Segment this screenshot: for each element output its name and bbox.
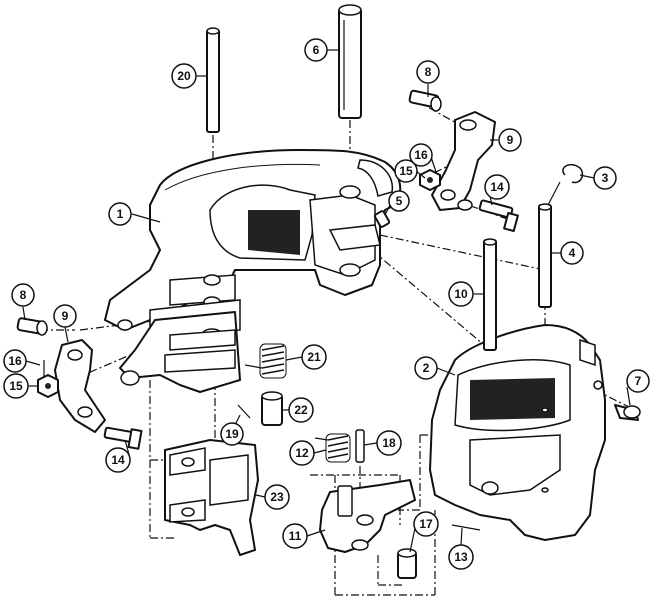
part-11-latch: [319, 479, 416, 553]
callout-18: 18: [376, 430, 402, 456]
callout-16-upper: 16: [409, 143, 433, 167]
callout-22: 22: [288, 397, 314, 423]
hinge-block: [119, 311, 241, 393]
callout-18-label: 18: [382, 436, 396, 450]
callout-10-label: 10: [454, 287, 468, 301]
callout-13: 13: [448, 544, 474, 570]
callout-14-upper: 14: [484, 174, 510, 200]
callout-15-upper: 15: [394, 159, 418, 183]
callout-2: 2: [414, 356, 438, 380]
callout-9-lower: 9: [53, 304, 77, 328]
callout-5: 5: [388, 190, 410, 212]
callout-1-label: 1: [117, 207, 124, 221]
callout-9-upper: 9: [498, 128, 522, 152]
callout-20: 20: [171, 63, 197, 89]
part-20-pin: [206, 27, 220, 133]
callout-15-lower-label: 15: [9, 379, 23, 393]
callout-12-label: 12: [295, 446, 309, 460]
callout-13-label: 13: [454, 550, 468, 564]
part-14-lower-bolt: [103, 426, 143, 450]
part-23-frame: [164, 439, 259, 556]
part-21-spring: [244, 343, 287, 379]
callout-6-label: 6: [313, 43, 320, 57]
callout-12: 12: [289, 440, 315, 466]
part-6-large-pin: [338, 4, 362, 119]
part-1-main-body: [104, 149, 402, 341]
part-10-pin: [483, 238, 497, 351]
callout-15-lower: 15: [3, 373, 29, 399]
part-2-lower-jaw: [429, 324, 606, 541]
callout-19-label: 19: [225, 427, 239, 441]
callout-20-label: 20: [177, 69, 191, 83]
callout-16-lower-label: 16: [8, 354, 22, 368]
part-22-bushing: [261, 391, 283, 426]
callout-8-lower: 8: [11, 283, 35, 307]
part-8-lower-pin: [16, 317, 48, 336]
callout-5-label: 5: [396, 194, 403, 208]
part-18-pin: [355, 429, 365, 463]
callout-14-lower: 14: [105, 447, 131, 473]
part-15-lower-nut: [37, 374, 59, 398]
part-12-spring: [314, 433, 351, 463]
callout-15-upper-label: 15: [399, 164, 413, 178]
callout-23: 23: [264, 484, 290, 510]
part-7-bolt: [614, 404, 641, 421]
callout-17: 17: [413, 511, 439, 537]
callout-23-label: 23: [270, 490, 284, 504]
part-9-lower-link: [54, 339, 106, 433]
callout-11: 11: [282, 523, 308, 549]
part-15-upper-nut: [419, 169, 441, 191]
callout-16-upper-label: 16: [414, 148, 428, 162]
callout-2-label: 2: [423, 361, 430, 375]
part-4-pin: [538, 203, 552, 308]
part-9-upper-link: [431, 111, 496, 211]
part-14-upper-bolt: [478, 199, 519, 233]
callout-4-label: 4: [569, 246, 576, 260]
callout-9-upper-label: 9: [507, 133, 514, 147]
callout-14-upper-label: 14: [490, 180, 504, 194]
callout-9-lower-label: 9: [62, 309, 69, 323]
callout-6: 6: [304, 38, 328, 62]
callout-4: 4: [560, 241, 584, 265]
callout-17-label: 17: [419, 517, 433, 531]
part-8-upper-pin: [408, 89, 442, 112]
callout-3: 3: [593, 166, 617, 190]
callout-10: 10: [448, 281, 474, 307]
part-13-rod: [451, 524, 481, 531]
callout-7-label: 7: [635, 374, 642, 388]
callout-21: 21: [301, 344, 327, 370]
part-3-clip: [547, 163, 584, 206]
callout-16-lower: 16: [3, 349, 27, 373]
callout-22-label: 22: [294, 403, 308, 417]
callout-11-label: 11: [289, 529, 302, 543]
part-5-small-pin: [373, 210, 391, 228]
callout-8-lower-label: 8: [20, 288, 27, 302]
part-19-rod: [237, 404, 251, 419]
callout-7: 7: [626, 369, 650, 393]
callout-14-lower-label: 14: [111, 453, 125, 467]
callout-21-label: 21: [307, 350, 321, 364]
callout-19: 19: [220, 422, 244, 446]
callout-1: 1: [108, 202, 132, 226]
callout-8-upper-label: 8: [425, 65, 432, 79]
callout-3-label: 3: [602, 171, 609, 185]
part-17-bushing: [397, 548, 417, 579]
callout-8-upper: 8: [416, 60, 440, 84]
